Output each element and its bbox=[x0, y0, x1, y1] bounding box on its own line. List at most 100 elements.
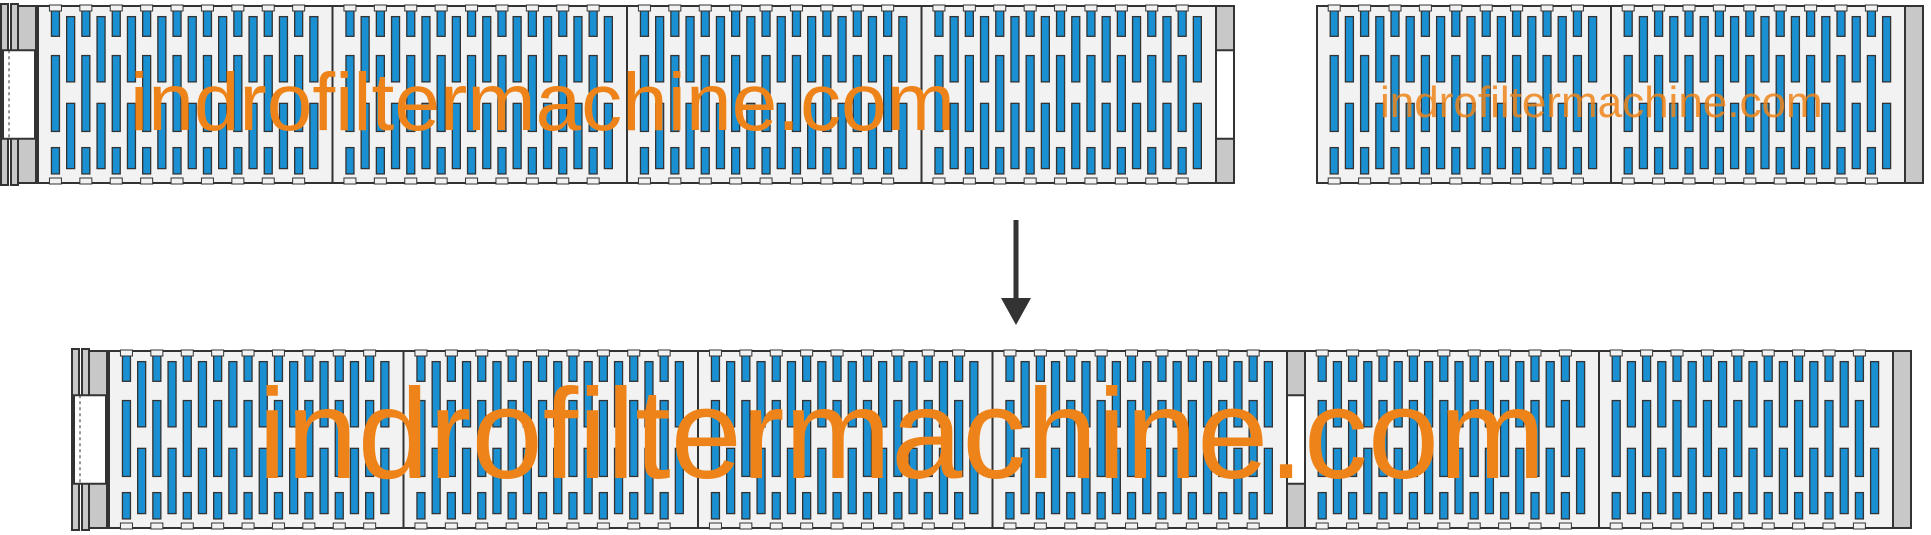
slot bbox=[1836, 146, 1846, 175]
slot bbox=[756, 447, 766, 515]
slot bbox=[527, 9, 537, 37]
slot bbox=[1020, 360, 1030, 428]
slot bbox=[1010, 15, 1020, 83]
combined-filter-cartridge bbox=[71, 348, 1912, 531]
edge-notch bbox=[850, 4, 864, 12]
slot bbox=[1111, 447, 1121, 515]
slot bbox=[1714, 9, 1725, 37]
edge-notch bbox=[1155, 522, 1169, 530]
edge-notch bbox=[1479, 177, 1493, 185]
slot bbox=[421, 102, 431, 170]
edge-notch bbox=[434, 4, 448, 12]
slot bbox=[1545, 360, 1555, 428]
edge-notch bbox=[1621, 177, 1635, 185]
slot bbox=[1641, 354, 1652, 382]
slot bbox=[1499, 491, 1510, 520]
slot bbox=[522, 447, 532, 515]
slot bbox=[461, 447, 472, 515]
slot bbox=[507, 491, 517, 520]
slot bbox=[568, 399, 578, 478]
slot bbox=[817, 360, 827, 428]
edge-notch bbox=[1033, 349, 1047, 357]
edge-notch bbox=[505, 522, 519, 530]
edge-notch bbox=[1822, 349, 1836, 357]
edge-notch bbox=[292, 4, 306, 12]
slot bbox=[1854, 491, 1865, 520]
slot bbox=[1378, 399, 1388, 478]
slot bbox=[862, 491, 873, 520]
slot bbox=[1560, 399, 1571, 478]
edge-notch bbox=[627, 349, 641, 357]
edge-notch bbox=[1609, 522, 1623, 530]
slot bbox=[1202, 447, 1213, 515]
slot bbox=[1869, 447, 1880, 515]
slot bbox=[152, 491, 162, 520]
slot bbox=[731, 146, 741, 175]
edge-notch bbox=[1682, 177, 1696, 185]
slot bbox=[573, 102, 583, 170]
slot bbox=[1363, 447, 1373, 515]
slot bbox=[867, 102, 878, 170]
edge-notch bbox=[109, 177, 123, 185]
slot bbox=[360, 102, 370, 170]
slot bbox=[136, 360, 147, 428]
edge-notch bbox=[1670, 349, 1684, 357]
slot bbox=[1172, 447, 1182, 515]
slot bbox=[1010, 102, 1020, 170]
slot bbox=[715, 102, 726, 170]
edge-notch bbox=[109, 4, 123, 12]
slot bbox=[1040, 15, 1050, 83]
slot bbox=[375, 146, 386, 175]
slot bbox=[1587, 102, 1598, 170]
edge-notch bbox=[800, 522, 814, 530]
slot bbox=[969, 360, 979, 428]
slot bbox=[66, 102, 76, 170]
edge-notch bbox=[1570, 177, 1584, 185]
edge-notch bbox=[414, 522, 428, 530]
slot bbox=[390, 102, 401, 170]
edge-notch bbox=[241, 349, 255, 357]
slot bbox=[446, 491, 457, 520]
slot bbox=[477, 399, 487, 478]
edge-notch bbox=[759, 177, 773, 185]
edge-notch bbox=[1761, 522, 1775, 530]
slot bbox=[726, 447, 736, 515]
slot bbox=[822, 54, 832, 133]
slot bbox=[949, 102, 959, 170]
edge-notch bbox=[1003, 522, 1017, 530]
slot bbox=[558, 54, 568, 133]
slot bbox=[700, 9, 710, 37]
slot bbox=[1390, 9, 1400, 37]
slot bbox=[700, 146, 710, 175]
slot bbox=[1778, 360, 1789, 428]
watermark-text-top-left: indrofiltermachine.com bbox=[130, 57, 955, 148]
edge-notch bbox=[1315, 522, 1329, 530]
slot bbox=[1484, 360, 1495, 428]
edge-notch bbox=[1185, 522, 1199, 530]
edge-notch bbox=[241, 522, 255, 530]
slot bbox=[527, 146, 537, 175]
slot bbox=[1527, 102, 1537, 170]
slot bbox=[558, 146, 568, 175]
slot bbox=[345, 9, 355, 37]
slot bbox=[639, 54, 650, 133]
edge-notch bbox=[1094, 349, 1108, 357]
edge-notch bbox=[1406, 522, 1420, 530]
slot bbox=[1821, 102, 1831, 170]
edge-notch bbox=[1712, 4, 1726, 12]
edge-notch bbox=[1437, 522, 1451, 530]
edge-notch bbox=[820, 177, 834, 185]
slot bbox=[334, 399, 344, 478]
edge-notch bbox=[769, 522, 783, 530]
slot bbox=[746, 102, 756, 170]
edge-notch bbox=[1743, 4, 1757, 12]
slot bbox=[700, 54, 710, 133]
slot bbox=[345, 54, 355, 133]
slot bbox=[1192, 15, 1202, 83]
slot bbox=[1405, 15, 1415, 83]
slot bbox=[1793, 399, 1804, 478]
slot bbox=[710, 399, 721, 478]
slot bbox=[883, 54, 893, 133]
slot bbox=[1775, 9, 1785, 37]
slot bbox=[1187, 399, 1197, 478]
